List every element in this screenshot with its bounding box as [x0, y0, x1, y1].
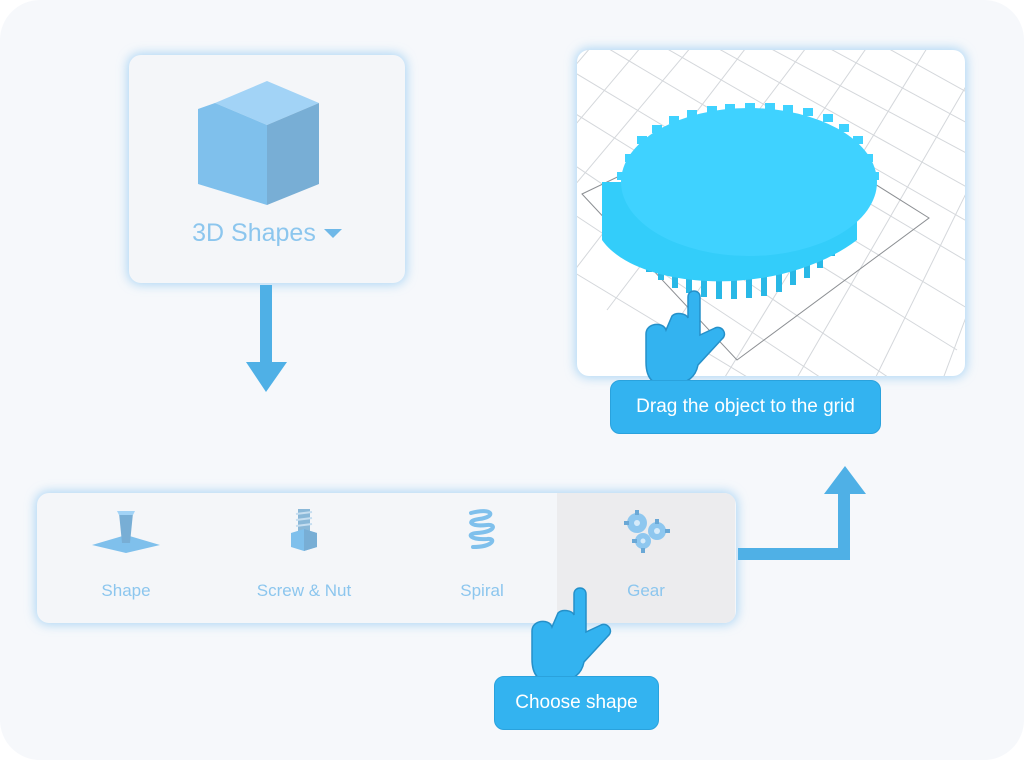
arrow-up-icon — [738, 466, 866, 560]
gear-icon — [624, 510, 670, 553]
tool-screw-nut-label: Screw & Nut — [256, 581, 352, 600]
tooltip-drag: Drag the object to the grid — [610, 380, 881, 434]
tool-shape-label: Shape — [101, 581, 151, 600]
shape-icon — [92, 511, 160, 553]
tool-spiral[interactable]: Spiral — [393, 493, 571, 623]
tooltip-choose-shape: Choose shape — [494, 676, 659, 730]
pointer-hand-icon — [645, 290, 726, 386]
screw-nut-icon — [291, 509, 317, 551]
tool-spiral-label: Spiral — [460, 581, 504, 600]
shapes-menu-button[interactable]: 3D Shapes — [129, 55, 405, 283]
shapes-menu-label-row: 3D Shapes — [129, 218, 405, 248]
3d-viewport[interactable] — [577, 50, 965, 376]
caret-down-icon — [323, 228, 342, 238]
tool-screw-nut[interactable]: Screw & Nut — [215, 493, 393, 623]
gear-model[interactable] — [602, 103, 879, 299]
shapes-menu-label: 3D Shapes — [192, 218, 316, 247]
tool-shape[interactable]: Shape — [37, 493, 215, 623]
build-plate-grid — [577, 50, 965, 376]
arrow-down-icon — [246, 285, 287, 392]
tool-gear-label: Gear — [627, 581, 665, 600]
pointer-hand-icon — [531, 587, 612, 683]
spiral-icon — [468, 509, 495, 549]
cube-icon — [198, 81, 319, 205]
